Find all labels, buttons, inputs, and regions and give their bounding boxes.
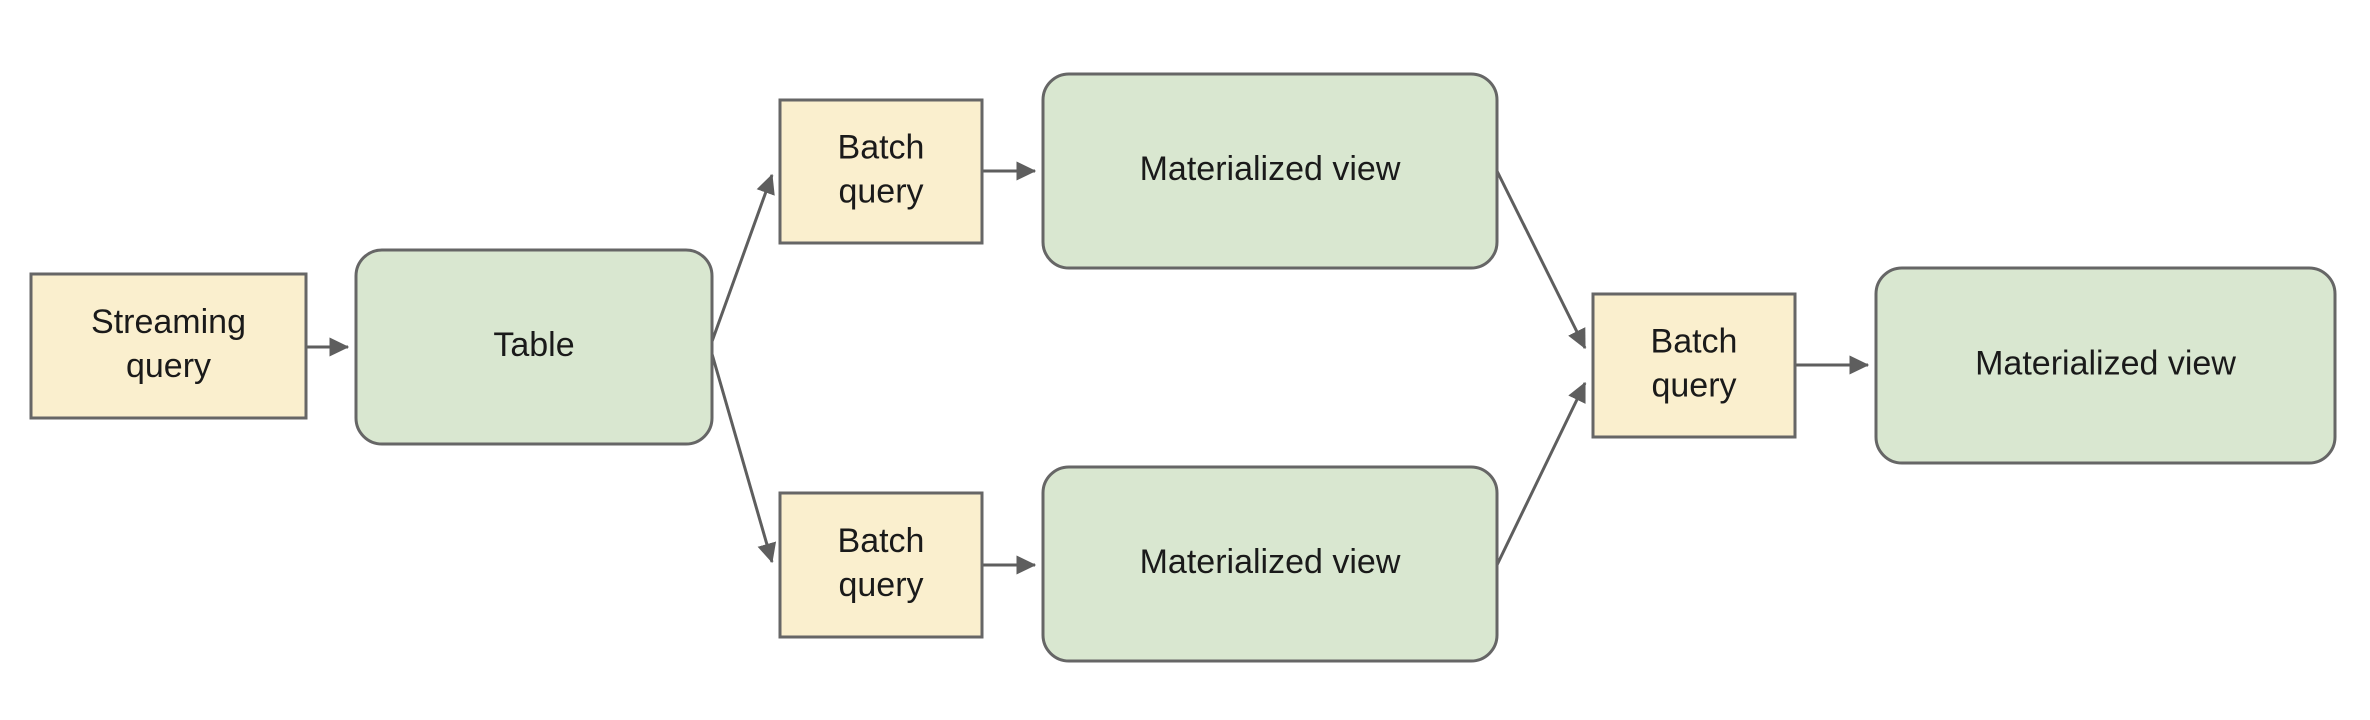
node-label-line: query	[126, 347, 211, 385]
edge-table-to-batch-top	[708, 173, 775, 348]
node-shape-table	[354, 248, 714, 446]
node-shape-materialized-view-top	[1041, 72, 1499, 270]
node-materialized-view-right[interactable]: Materialized view	[1874, 266, 2337, 465]
node-label-line: query	[1651, 366, 1736, 404]
node-label-table: Table	[493, 326, 574, 364]
node-label-batch-query-right: Batch query	[1651, 322, 1738, 404]
node-batch-query-top[interactable]: Batch query	[778, 98, 984, 245]
node-label-batch-query-top: Batch query	[838, 128, 925, 210]
node-label-line: Table	[493, 326, 574, 364]
node-batch-query-bottom[interactable]: Batch query	[778, 491, 984, 639]
node-label-line: Batch	[838, 128, 925, 166]
edge-view-top-to-batch-right	[1495, 170, 1587, 350]
node-shape-batch-query-top	[778, 98, 984, 245]
node-table[interactable]: Table	[354, 248, 714, 446]
node-shape-materialized-view-right	[1874, 266, 2337, 465]
edge-view-bottom-to-batch-right	[1495, 381, 1587, 566]
node-shape-batch-query-bottom	[778, 491, 984, 639]
node-label-materialized-view-top: Materialized view	[1140, 150, 1401, 188]
node-label-line: Batch	[838, 522, 925, 560]
node-label-line: query	[838, 172, 923, 210]
node-label-line: Materialized view	[1140, 150, 1401, 188]
node-label-line: Materialized view	[1975, 344, 2236, 382]
node-label-line: Batch	[1651, 322, 1738, 360]
node-label-materialized-view-bottom: Materialized view	[1140, 543, 1401, 581]
node-shape-batch-query-right	[1591, 292, 1797, 439]
node-label-line: query	[838, 566, 923, 604]
node-label-line: Materialized view	[1140, 543, 1401, 581]
node-shape-streaming-query	[29, 272, 308, 420]
node-shape-materialized-view-bottom	[1041, 465, 1499, 663]
node-materialized-view-top[interactable]: Materialized view	[1041, 72, 1499, 270]
node-batch-query-right[interactable]: Batch query	[1591, 292, 1797, 439]
node-label-materialized-view-right: Materialized view	[1975, 344, 2236, 382]
node-streaming-query[interactable]: Streaming query	[29, 272, 308, 420]
node-label-line: Streaming	[91, 303, 246, 341]
edge-table-to-batch-bottom	[708, 346, 777, 564]
node-materialized-view-bottom[interactable]: Materialized view	[1041, 465, 1499, 663]
node-label-batch-query-bottom: Batch query	[838, 522, 925, 604]
edges-layer	[306, 161, 1870, 575]
node-label-streaming-query: Streaming query	[91, 303, 246, 385]
